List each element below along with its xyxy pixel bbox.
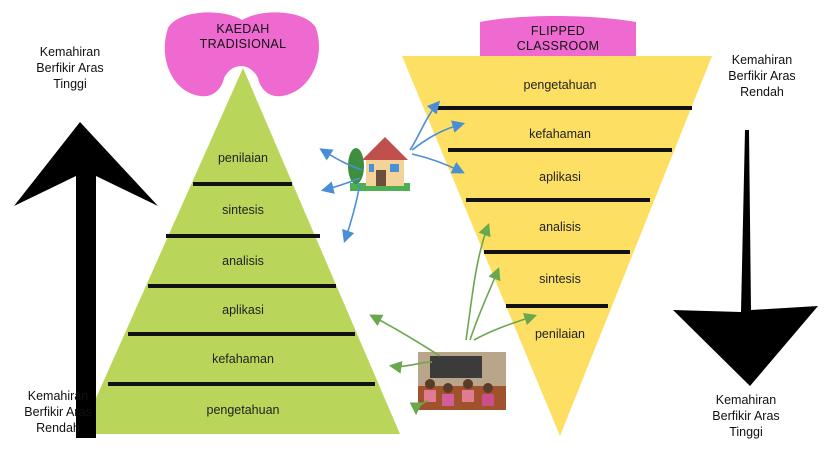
right-bottom-line1: Kemahiran [715, 393, 777, 407]
left-level-2: sintesis [222, 203, 264, 217]
left-top-line3: Tinggi [53, 77, 87, 91]
house-icon [348, 137, 410, 191]
left-top-line2: Berfikir Aras [36, 61, 104, 75]
left-level-4: aplikasi [222, 303, 264, 317]
classroom-photo [418, 352, 506, 410]
right-level-4: analisis [539, 220, 581, 234]
right-level-5: sintesis [539, 272, 581, 286]
left-level-1: penilaian [217, 151, 269, 165]
left-arrow-top-label: Kemahiran Berfikir Aras Tinggi [10, 44, 130, 92]
right-header-banner [480, 16, 636, 61]
left-top-line1: Kemahiran [39, 45, 101, 59]
right-level-6: penilaian [534, 327, 586, 341]
left-up-arrow [14, 122, 158, 438]
right-pyramid-dividers [434, 106, 692, 308]
right-arrow-bottom-label: Kemahiran Berfikir Aras Tinggi [686, 392, 806, 440]
right-level-1: pengetahuan [523, 78, 597, 92]
left-header-blob [164, 12, 319, 97]
right-pyramid-title: FLIPPED CLASSROOM [480, 24, 636, 54]
left-bottom-line1: Kemahiran [27, 389, 89, 403]
right-top-line3: Rendah [740, 85, 784, 99]
right-title-line1: FLIPPED [530, 24, 586, 38]
left-level-5: kefahaman [212, 352, 274, 366]
class-arrows [369, 223, 538, 416]
right-bottom-line3: Tinggi [729, 425, 763, 439]
left-title-line2: TRADISIONAL [199, 37, 287, 51]
right-level-2: kefahaman [529, 127, 591, 141]
right-top-line1: Kemahiran [731, 53, 793, 67]
left-level-3: analisis [222, 254, 264, 268]
left-arrow-bottom-label: Kemahiran Berfikir Aras Rendah [0, 388, 116, 436]
left-bottom-line2: Berfikir Aras [24, 405, 92, 419]
left-pyramid-dividers [108, 182, 375, 386]
right-down-arrow [673, 130, 818, 386]
left-pyramid [80, 68, 400, 434]
right-title-line2: CLASSROOM [516, 39, 600, 53]
right-level-3: aplikasi [539, 170, 581, 184]
left-title-line1: KAEDAH [216, 22, 270, 36]
right-bottom-line2: Berfikir Aras [712, 409, 780, 423]
right-top-line2: Berfikir Aras [728, 69, 796, 83]
right-arrow-top-label: Kemahiran Berfikir Aras Rendah [700, 52, 824, 100]
left-bottom-line3: Rendah [36, 421, 80, 435]
left-pyramid-title: KAEDAH TRADISIONAL [170, 22, 316, 52]
left-level-6: pengetahuan [206, 403, 280, 417]
home-arrows [319, 100, 466, 244]
